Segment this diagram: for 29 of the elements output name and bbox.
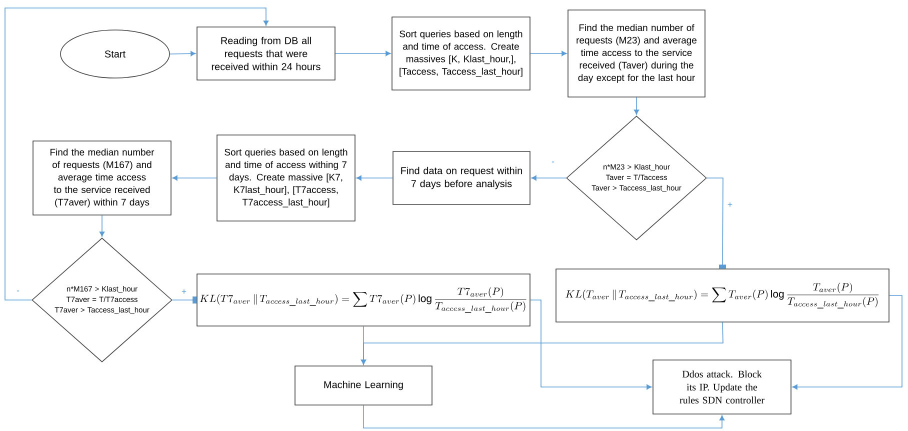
arrow [360, 322, 724, 365]
process-box: Sort queries based on length and time of access. Create massives [K, Klast_hour,], [Taccess, Taccess_last_hour] [392, 16, 530, 90]
formula-box: $KL(T_{aver} \,\|\, T_{access\_last\_hour}) = \sum T_{aver}(P)\log\frac{T_{aver}(P)}{T_{access\_last\_hour}(P)}$ [556, 268, 890, 322]
arrow [99, 215, 105, 237]
arrow [172, 175, 218, 181]
process-box: Ddos attack. Block its IP. Update the rules SDN controller [652, 360, 792, 414]
arrow [363, 405, 725, 428]
arrow [706, 178, 726, 269]
edge-label: + [726, 201, 734, 209]
process-box: Reading from DB all requests that were received within 24 hours [196, 26, 336, 80]
arrow [335, 50, 391, 56]
arrow [531, 175, 566, 181]
arrow [170, 51, 196, 56]
arrow [634, 97, 640, 115]
arrow [4, 8, 269, 300]
process-box: Find data on request within 7 days before analysis [392, 151, 530, 205]
formula-box: $KL(T7_{aver} \,\|\, T_{access\_last\_hour}) = \sum T7_{aver}(P)\log\frac{T7_{aver}(P)}{T_{access\_last\_hour}(P)}$ [196, 274, 530, 326]
edge-label: - [550, 160, 556, 166]
edge-label: - [16, 290, 21, 294]
arrow [356, 175, 393, 181]
arrow [792, 295, 902, 390]
arrow [530, 50, 567, 56]
arrow [172, 296, 197, 304]
arrow [530, 300, 652, 390]
process-box: Machine Learning [294, 366, 432, 406]
edge-label: + [180, 288, 188, 296]
process-box: Find the median number of requests (M23) and average time access to the service received (Taver) during the day except for the last hour [568, 10, 706, 98]
process-box: Sort queries based on length and time of access withing 7 days. Create massive [K7, K7last_hour], [T7access, T7access_last_hour] [216, 134, 356, 222]
process-box: Find the median number of requests (M167) and average time access to the service received (T7aver) within 7 days [32, 140, 172, 216]
